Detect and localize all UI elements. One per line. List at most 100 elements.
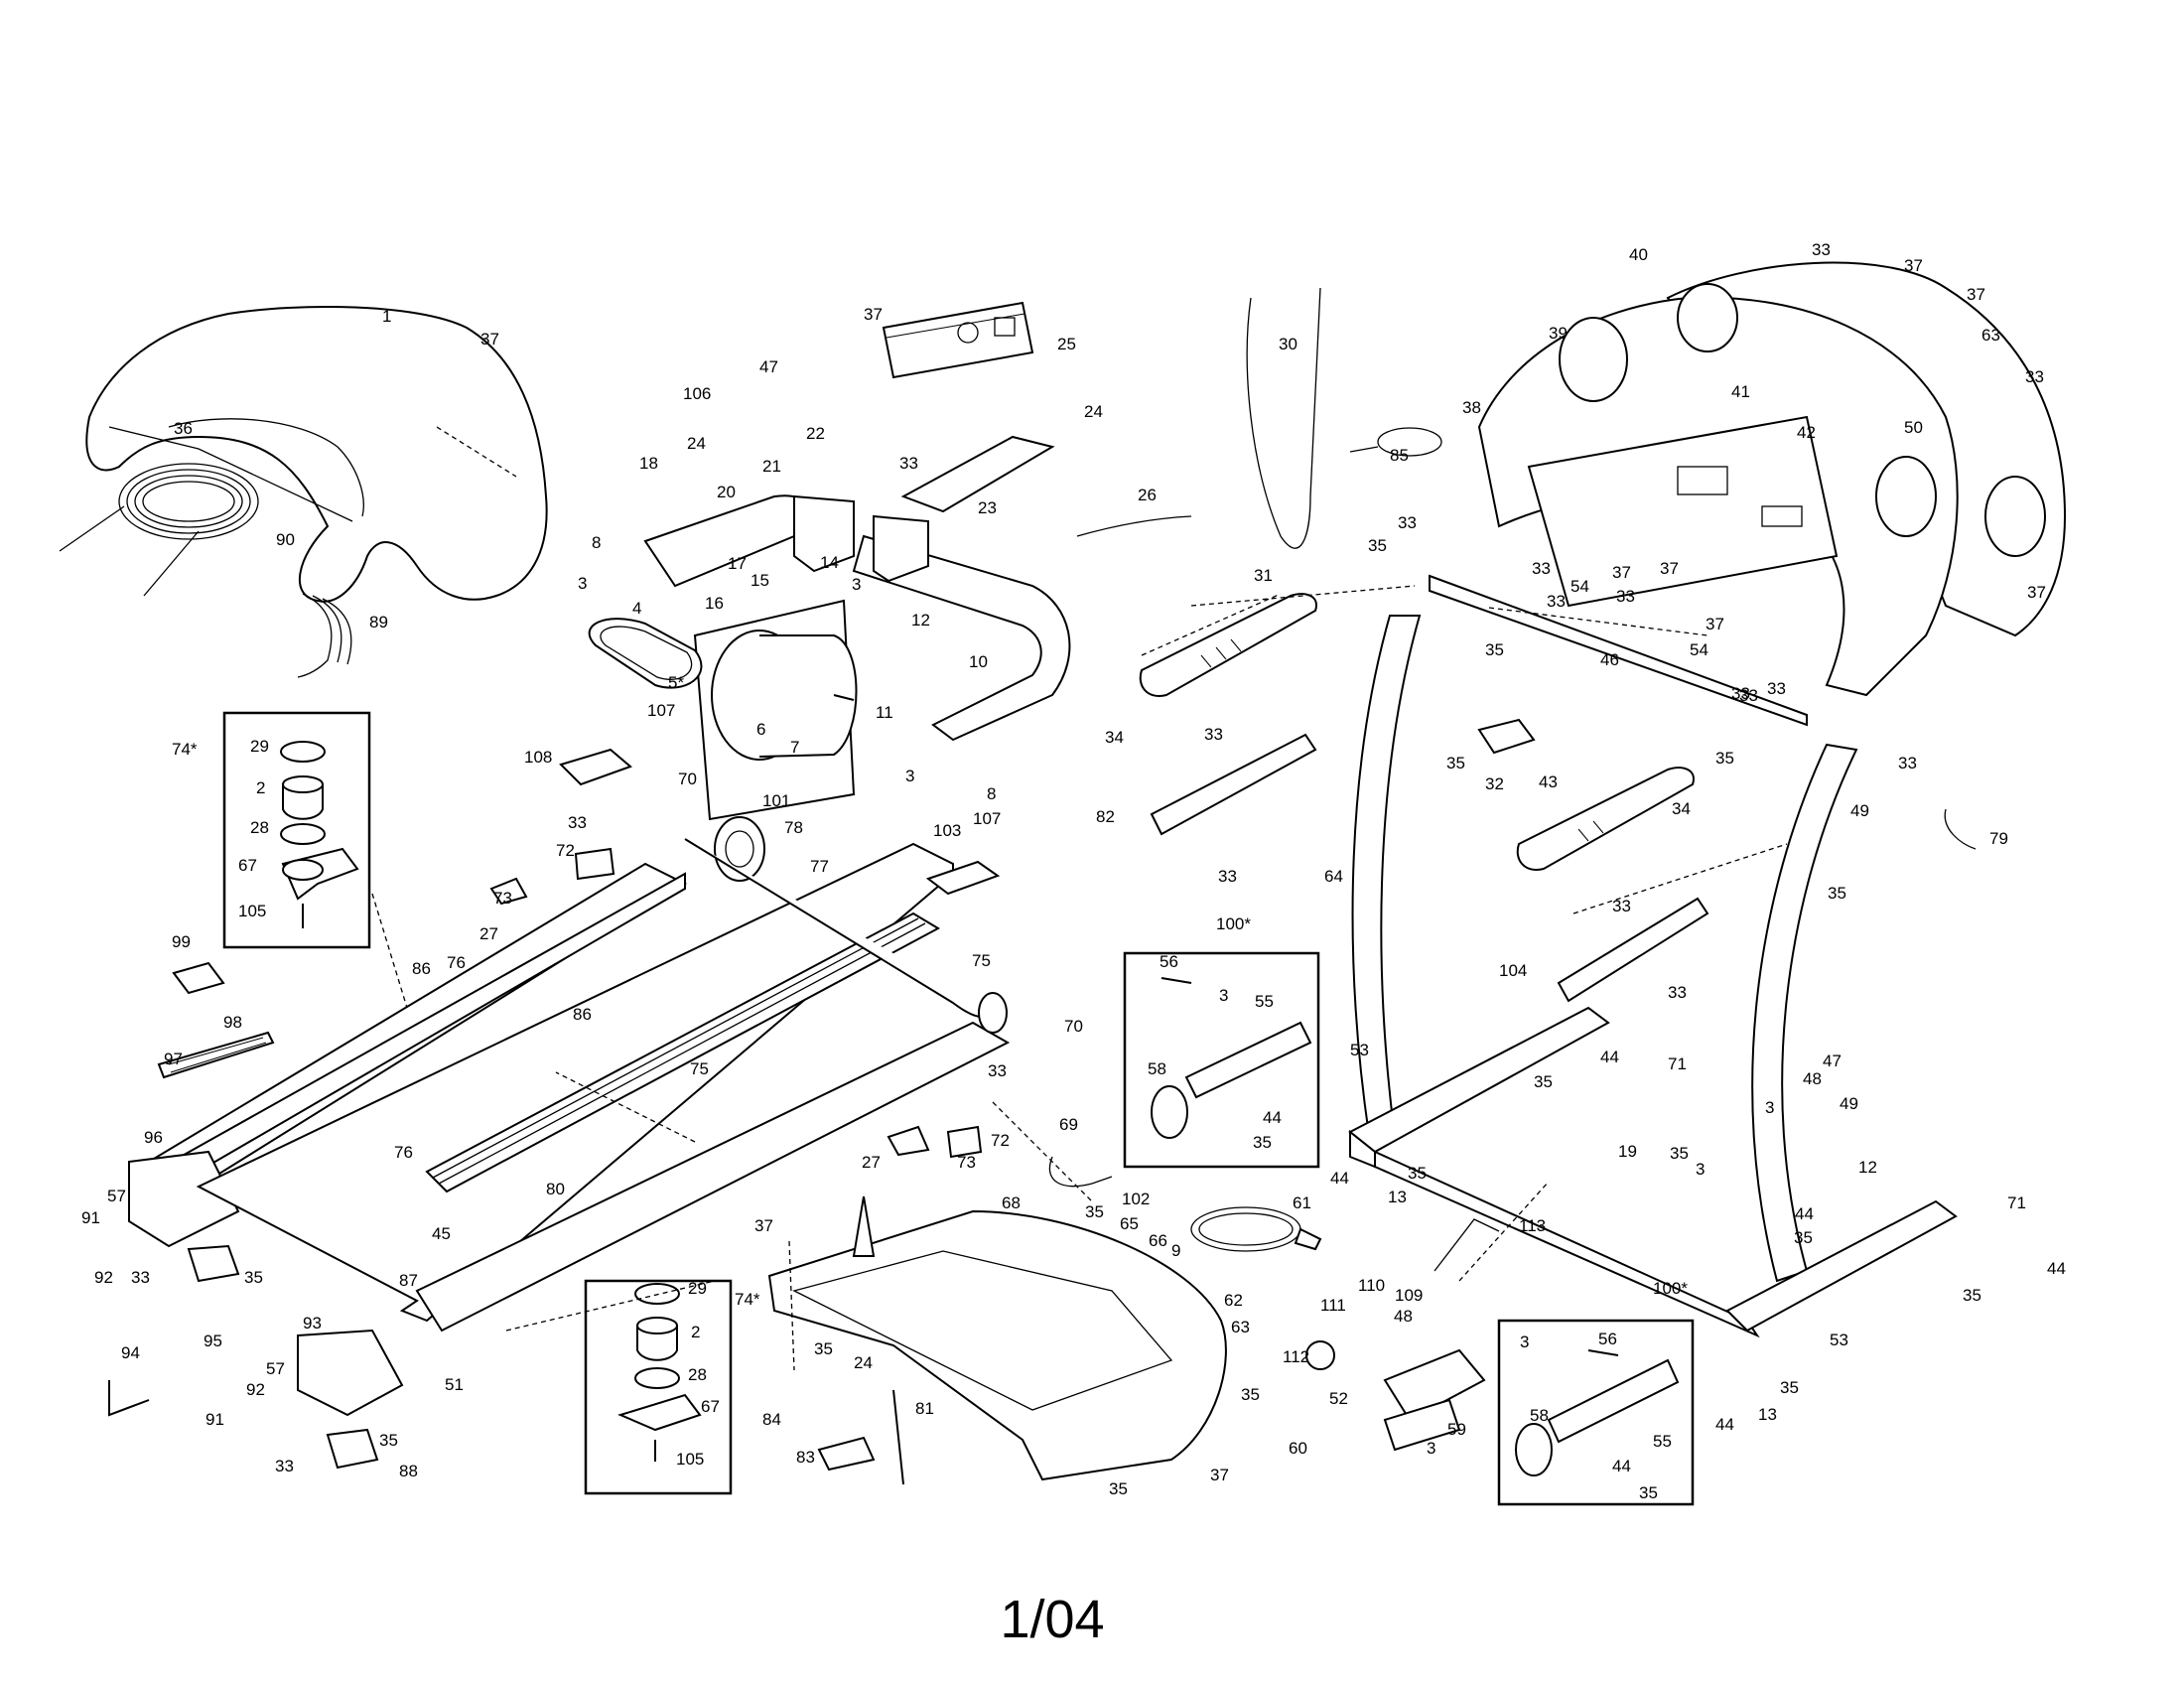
part-callout: 20 (717, 483, 736, 501)
part-callout: 33 (1612, 897, 1631, 915)
part-callout: 37 (754, 1216, 773, 1235)
part-callout: 98 (223, 1013, 242, 1032)
part-callout: 35 (1109, 1479, 1128, 1498)
wire-30 (1246, 287, 1321, 549)
part-callout: 92 (94, 1268, 113, 1287)
part-callout: 106 (683, 384, 711, 403)
part-callout: 32 (1485, 774, 1504, 793)
part-callout: 85 (1390, 446, 1409, 465)
part-callout: 35 (1534, 1072, 1553, 1091)
part-callout: 3 (578, 574, 587, 593)
part-callout: 54 (1690, 640, 1708, 659)
board-mount-plate (900, 435, 1055, 513)
assembly-leaders (371, 426, 1788, 1332)
part-callout: 37 (480, 330, 499, 349)
part-callout: 3 (1219, 986, 1228, 1005)
part-callout: 30 (1279, 335, 1297, 353)
part-callout: 3 (1765, 1098, 1774, 1117)
part-callout: 33 (2025, 367, 2044, 386)
part-callout: 71 (2007, 1193, 2026, 1212)
speaker-right (1984, 476, 2046, 557)
part-callout: 12 (911, 611, 930, 630)
part-callout: 110 (1358, 1276, 1385, 1295)
part-callout: 47 (1823, 1052, 1842, 1070)
part-callout: 49 (1850, 801, 1869, 820)
part-callout: 63 (1981, 326, 2000, 345)
bracket-73-lower (887, 1125, 930, 1157)
part-callout: 40 (1629, 245, 1648, 264)
bracket-73-upper (489, 877, 528, 906)
part-callout: 29 (250, 737, 269, 756)
drive-belt (588, 618, 703, 689)
part-callout: 97 (164, 1050, 183, 1068)
part-callout: 81 (915, 1399, 934, 1418)
part-callout: 33 (1767, 679, 1786, 698)
part-callout: 28 (688, 1365, 707, 1384)
part-callout: 8 (592, 533, 601, 552)
page-number: 1/04 (1000, 1590, 1105, 1649)
part-callout: 83 (796, 1448, 815, 1467)
deck-rear-cap (128, 1150, 240, 1248)
part-callout: 33 (1218, 867, 1237, 886)
part-callout: 17 (728, 554, 747, 573)
part-callout: 27 (479, 924, 498, 943)
part-callout: 48 (1803, 1069, 1822, 1088)
part-callout: 35 (814, 1339, 833, 1358)
detail-box-74-lower (584, 1279, 733, 1495)
center-rail (425, 912, 941, 1193)
part-callout: 7 (790, 738, 799, 757)
base-frame (1348, 1006, 1958, 1338)
upright-left (1351, 615, 1422, 1144)
part-callout: 77 (810, 857, 829, 876)
part-callout: 95 (204, 1332, 222, 1350)
part-callout: 100* (1653, 1279, 1688, 1298)
grip-82 (1150, 733, 1317, 836)
base-pan (767, 1195, 1227, 1481)
part-callout: 37 (1904, 256, 1923, 275)
part-callout: 33 (1398, 513, 1417, 532)
part-callout: 44 (1330, 1169, 1349, 1188)
part-callout: 33 (1204, 725, 1223, 744)
part-callout: 94 (121, 1343, 140, 1362)
part-callout: 35 (1485, 640, 1504, 659)
wire-79 (1944, 808, 1977, 850)
wire-26 (1076, 515, 1192, 537)
part-callout: 33 (1532, 559, 1551, 578)
motor-assembly (693, 599, 858, 821)
part-callout: 19 (1618, 1142, 1637, 1161)
part-callout: 72 (991, 1131, 1010, 1150)
part-callout: 33 (275, 1457, 294, 1475)
part-callout: 76 (394, 1143, 413, 1162)
part-callout: 62 (1224, 1291, 1243, 1310)
part-callout: 33 (1731, 684, 1750, 703)
part-callout: 34 (1105, 728, 1124, 747)
part-callout: 3 (1427, 1439, 1435, 1458)
part-callout: 28 (250, 818, 269, 837)
part-callout: 56 (1160, 952, 1178, 971)
part-callout: 101 (762, 791, 790, 810)
upright-right (1751, 743, 1858, 1283)
part-callout: 8 (987, 784, 996, 803)
part-callout: 61 (1293, 1193, 1311, 1212)
part-callout: 113 (1519, 1216, 1546, 1235)
part-callout: 50 (1904, 418, 1923, 437)
wire-85 (1349, 427, 1442, 457)
part-callout: 18 (639, 454, 658, 473)
part-callout: 36 (174, 419, 193, 438)
part-callout: 100* (1216, 914, 1251, 933)
part-callout: 86 (412, 959, 431, 978)
part-callout: 76 (447, 953, 466, 972)
part-callout: 45 (432, 1224, 451, 1243)
part-callout: 35 (1446, 754, 1465, 772)
part-callout: 71 (1668, 1054, 1687, 1073)
part-callout: 53 (1350, 1041, 1369, 1059)
part-callout: 33 (1898, 754, 1917, 772)
part-callout: 23 (978, 498, 997, 517)
part-callout: 44 (1612, 1457, 1631, 1475)
part-callout: 107 (647, 701, 675, 720)
rear-endcap-left-foot (187, 1244, 240, 1283)
part-callout: 49 (1840, 1094, 1858, 1113)
part-callout: 104 (1499, 961, 1527, 980)
